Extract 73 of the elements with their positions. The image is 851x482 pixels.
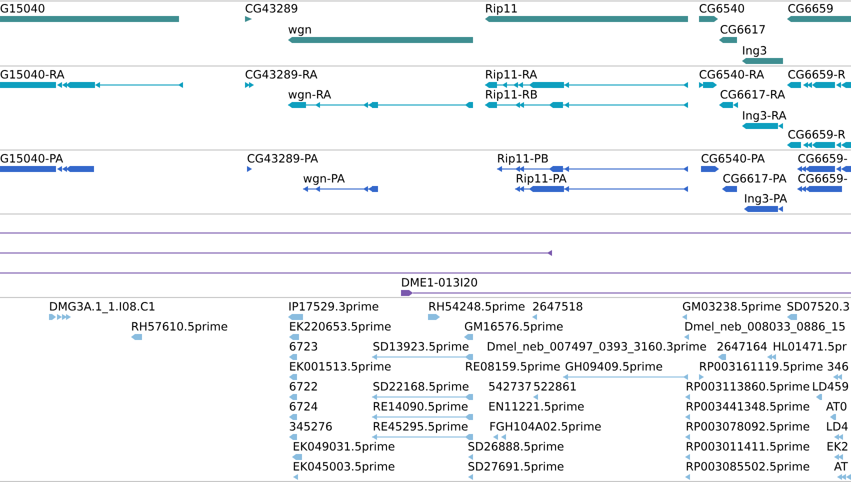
feature-label: EN11221.5prime <box>489 402 584 413</box>
feature-label: CG6617-RA <box>720 90 786 99</box>
feature-label: CG6659 <box>788 4 833 13</box>
feature-label: GM03238.5prime <box>682 302 781 313</box>
feature-label: CG6617-PA <box>723 174 786 183</box>
feature-label: CG6659- <box>798 154 848 163</box>
feature-label: 6722 <box>290 382 317 391</box>
feature-label: RH54248.5prime <box>429 302 525 313</box>
feature-label: EK2 <box>828 442 848 450</box>
feature-label: CG43289 <box>246 4 298 13</box>
feature-label: CG43289-PA <box>248 154 318 163</box>
feature-label: FGH104A02.5prime <box>490 422 601 433</box>
feature-label: DME1-013I20 <box>402 278 478 287</box>
feature-label: Rip11-RB <box>486 90 537 101</box>
feature-label: SD27691.5prime <box>468 462 564 473</box>
feature-label: RE08159.5prime <box>466 362 560 373</box>
feature-label: G15040-PA <box>0 154 64 163</box>
feature-label: RH57610.5prime <box>132 322 228 333</box>
feature-label: Ing3 <box>743 46 766 57</box>
feature-label: Dmel_neb_008033_0886_15 <box>685 322 845 334</box>
feature-label: 6724 <box>290 402 318 411</box>
feature-label: HL01471.5pr <box>774 342 847 353</box>
feature-label: 2647518 <box>533 302 582 311</box>
feature-label: DMG3A.1_1.I08.C1 <box>50 302 154 314</box>
feature-label: AT <box>834 462 848 470</box>
feature-label: LD4 <box>827 422 848 430</box>
feature-label: EK045003.5prime <box>294 462 394 473</box>
feature-label: AT0 <box>826 402 846 411</box>
feature-label: EK220653.5prime <box>290 322 391 333</box>
feature-label: CG6540 <box>700 4 744 13</box>
feature-label: CG6540-PA <box>702 154 765 163</box>
feature-label: CG6659-R <box>788 70 846 79</box>
feature-label: Rip11 <box>486 4 517 15</box>
feature-label: GH09409.5prime <box>566 362 662 373</box>
feature-label: RP003011411.5prime <box>686 442 810 453</box>
feature-label: G15040-RA <box>0 70 64 79</box>
feature-label: CG6540-RA <box>700 70 764 79</box>
feature-label: Dmel_neb_007497_0393_3160.3prime <box>488 342 706 354</box>
feature-label: RP003161119.5prime <box>700 362 823 373</box>
feature-label: 6723 <box>290 342 318 351</box>
feature-label: 522861 <box>534 382 576 391</box>
feature-label: Rip11-RA <box>486 70 538 81</box>
feature-label: 345276 <box>290 422 332 431</box>
feature-label: CG6659-R <box>788 130 846 139</box>
feature-label: EK049031.5prime <box>294 442 394 453</box>
feature-label: RP003441348.5prime <box>686 402 810 413</box>
feature-label: RE45295.5prime <box>374 422 468 433</box>
feature-label: 2647164 <box>718 342 767 351</box>
feature-label: CG6617 <box>720 25 765 34</box>
feature-label: RP003078092.5prime <box>686 422 810 433</box>
feature-label: G15040 <box>0 4 44 13</box>
feature-label: SD13923.5prime <box>373 342 468 353</box>
feature-label: CG6659- <box>798 174 848 183</box>
feature-label: Ing3-PA <box>745 194 788 205</box>
feature-label: wgn-PA <box>304 174 345 185</box>
feature-label: 542737 <box>489 382 531 391</box>
feature-label: RP003085502.5prime <box>686 462 810 473</box>
feature-label: Ing3-RA <box>743 111 786 122</box>
feature-label: CG43289-RA <box>246 70 318 79</box>
feature-label: EK001513.5prime <box>290 362 391 373</box>
feature-label: SD07520.3 <box>787 302 849 311</box>
feature-label: LD459 <box>813 382 848 391</box>
feature-label: Rip11-PB <box>498 154 548 165</box>
feature-label: GM16576.5prime <box>464 322 563 333</box>
feature-label: SD22168.5prime <box>373 382 468 393</box>
feature-label: 346 <box>828 362 848 371</box>
feature-label: wgn <box>288 27 311 36</box>
feature-label: wgn-RA <box>288 90 332 101</box>
feature-label: RP003113860.5prime <box>686 382 810 393</box>
feature-label: IP17529.3prime <box>289 302 378 313</box>
feature-label: Rip11-PA <box>516 174 566 185</box>
feature-label: SD26888.5prime <box>468 442 564 453</box>
feature-label: RE14090.5prime <box>374 402 468 413</box>
